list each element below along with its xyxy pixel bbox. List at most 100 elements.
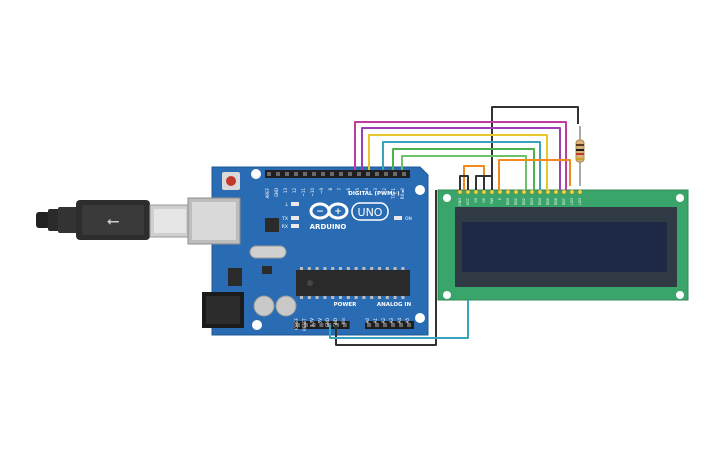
header-pin[interactable] bbox=[319, 323, 324, 327]
regulator-chip bbox=[228, 268, 242, 286]
header-pin[interactable] bbox=[294, 172, 298, 176]
lcd-pin[interactable] bbox=[481, 189, 487, 195]
pin-label: 7 bbox=[337, 188, 342, 191]
header-pin[interactable] bbox=[393, 172, 397, 176]
pin-label: 12 bbox=[292, 188, 297, 194]
lcd-pin[interactable] bbox=[513, 189, 519, 195]
svg-text:−: − bbox=[316, 207, 324, 217]
header-pin[interactable] bbox=[339, 172, 343, 176]
header-pin[interactable] bbox=[296, 323, 300, 327]
lcd-pin[interactable] bbox=[505, 189, 511, 195]
wire-green-light[interactable] bbox=[401, 155, 527, 190]
header-pin[interactable] bbox=[384, 172, 388, 176]
pin-label: ~6 bbox=[346, 188, 351, 194]
led-rx-label: RX bbox=[282, 224, 288, 230]
lcd-pin[interactable] bbox=[577, 189, 583, 195]
wire-black-lcd-3[interactable] bbox=[483, 175, 493, 190]
lcd-pin[interactable] bbox=[569, 189, 575, 195]
header-pin[interactable] bbox=[367, 323, 371, 327]
header-pin[interactable] bbox=[348, 172, 352, 176]
header-pin[interactable] bbox=[311, 323, 316, 327]
header-pin[interactable] bbox=[399, 323, 403, 327]
wire-magenta[interactable] bbox=[354, 121, 567, 190]
header-pin[interactable] bbox=[267, 172, 271, 176]
lcd-pin[interactable] bbox=[489, 189, 495, 195]
led-on-label: ON bbox=[405, 216, 412, 222]
header-pin[interactable] bbox=[342, 323, 347, 327]
header-pin[interactable] bbox=[383, 323, 387, 327]
pin-label: 8 bbox=[328, 188, 333, 191]
usb-icon: ⭠ bbox=[107, 211, 120, 230]
lcd-pin[interactable] bbox=[545, 189, 551, 195]
lcd-pin[interactable] bbox=[465, 189, 471, 195]
lcd-pin[interactable] bbox=[473, 189, 479, 195]
lcd-pin-label: RW bbox=[490, 197, 494, 203]
wire-yellow[interactable] bbox=[368, 134, 548, 190]
header-pin[interactable] bbox=[321, 172, 325, 176]
header-pin[interactable] bbox=[357, 172, 361, 176]
header-pin[interactable] bbox=[407, 323, 411, 327]
header-pin[interactable] bbox=[303, 172, 307, 176]
header-pin[interactable] bbox=[375, 172, 379, 176]
wire-green[interactable] bbox=[392, 148, 535, 190]
lcd-pin-label: V0 bbox=[474, 198, 478, 203]
wire-orange-led[interactable] bbox=[498, 159, 571, 190]
digital-header-label: DIGITAL (PWM~) bbox=[348, 191, 400, 197]
led-l-label: L bbox=[285, 202, 288, 208]
header-pin[interactable] bbox=[303, 323, 308, 327]
header-pin[interactable] bbox=[276, 172, 280, 176]
lcd-pin-label: DB6 bbox=[554, 198, 558, 205]
lcd-pin-label: GND bbox=[458, 198, 462, 206]
pin-label: 2 bbox=[382, 188, 387, 191]
wire-blue-5v[interactable] bbox=[329, 300, 469, 339]
header-pin[interactable] bbox=[375, 323, 379, 327]
mounting-hole bbox=[676, 194, 684, 202]
power-header-label: POWER bbox=[334, 302, 358, 308]
pin-label: A4 bbox=[397, 318, 402, 324]
pin-label: IOREF bbox=[294, 317, 299, 330]
led-on bbox=[394, 216, 402, 220]
pin-label: A5 bbox=[405, 318, 410, 324]
svg-text:+: + bbox=[334, 207, 342, 217]
lcd-pin[interactable] bbox=[521, 189, 527, 195]
lcd-pin[interactable] bbox=[553, 189, 559, 195]
pin-label: ~10 bbox=[310, 188, 315, 197]
pin-label: GND bbox=[274, 188, 279, 197]
wire-black-lcd-1[interactable] bbox=[459, 175, 469, 190]
analog-header-label: ANALOG IN bbox=[377, 302, 412, 308]
wire-black-lcd-2[interactable] bbox=[475, 175, 485, 190]
lcd-pin-label: DB7 bbox=[562, 198, 566, 205]
usb-cable[interactable]: ⭠ bbox=[36, 200, 191, 240]
led-l bbox=[291, 202, 299, 206]
resistor[interactable] bbox=[575, 126, 585, 186]
pin-label: 13 bbox=[283, 188, 288, 194]
wire-teal[interactable] bbox=[382, 141, 541, 190]
lcd-pin[interactable] bbox=[529, 189, 535, 195]
pin-label: TX►1 bbox=[391, 188, 396, 200]
header-pin[interactable] bbox=[312, 172, 316, 176]
lcd-pin[interactable] bbox=[457, 189, 463, 195]
arduino-uno-board[interactable]: − + ARDUINO UNO DIGITAL (PWM~) POWER ANA… bbox=[187, 166, 429, 336]
pin-label: A1 bbox=[373, 318, 378, 324]
header-pin[interactable] bbox=[285, 172, 289, 176]
crystal-oscillator bbox=[249, 245, 287, 259]
lcd-pin-label: DB1 bbox=[514, 198, 518, 205]
lcd-pin[interactable] bbox=[537, 189, 543, 195]
lcd-pin-label: DB4 bbox=[538, 197, 542, 205]
header-pin[interactable] bbox=[402, 172, 406, 176]
pin-label: Vin bbox=[341, 318, 346, 325]
header-pin[interactable] bbox=[391, 323, 395, 327]
lcd-pin[interactable] bbox=[561, 189, 567, 195]
atmega-chip bbox=[296, 267, 410, 299]
header-pin[interactable] bbox=[366, 172, 370, 176]
lcd-screen bbox=[462, 222, 667, 272]
header-pin[interactable] bbox=[330, 172, 334, 176]
wire-black-gnd[interactable] bbox=[335, 190, 437, 346]
mounting-hole bbox=[415, 313, 425, 323]
lcd-pin[interactable] bbox=[497, 189, 503, 195]
pin-label: ~9 bbox=[319, 188, 324, 194]
